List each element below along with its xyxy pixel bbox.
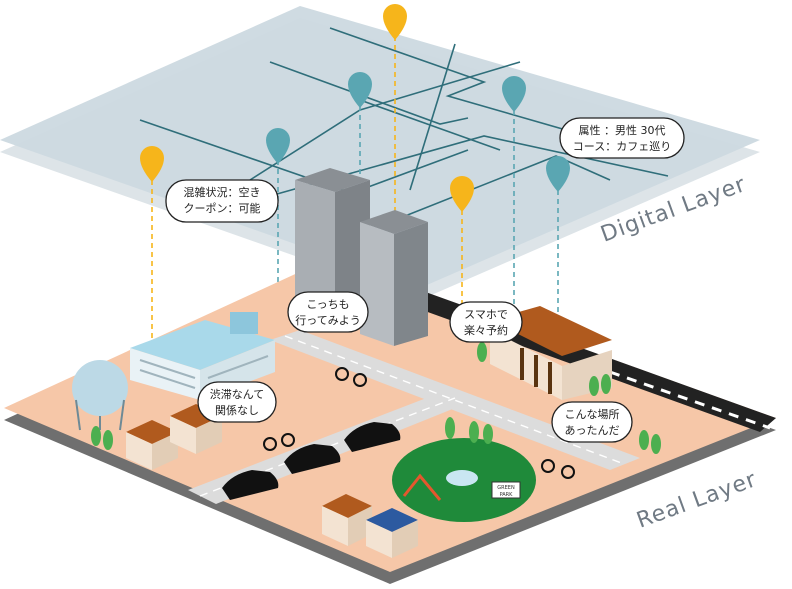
- cyclists: [263, 367, 575, 479]
- bubble-discover-line-2: あったんだ: [565, 424, 620, 437]
- bubble-kocchi-line-2: 行ってみよう: [295, 314, 360, 327]
- green-park: GREEN PARK: [392, 438, 536, 522]
- car-2: [284, 444, 341, 474]
- bubble-discover-line-1: こんな場所: [565, 408, 620, 421]
- bubble-smartphone: スマホで 楽々予約: [449, 301, 523, 343]
- house-4-solar: [366, 508, 418, 558]
- bubble-discover: こんな場所 あったんだ: [551, 401, 633, 443]
- bubble-attributes-line-1: 属性 ：男性 30代: [579, 123, 666, 137]
- bubble-traffic-line-1: 渋滞なんて: [210, 388, 264, 401]
- bubble-smartphone-line-1: スマホで: [464, 308, 508, 321]
- bubble-kocchi: こっちも 行ってみよう: [287, 291, 369, 333]
- park-sign-line-1: GREEN: [497, 485, 515, 491]
- car-1: [222, 470, 279, 500]
- bubble-congestion-line-1: 混雑状況：空き: [184, 185, 261, 199]
- house-3: [322, 494, 372, 546]
- location-pin-icon: [348, 72, 372, 108]
- bubble-attributes-line-2: コース：カフェ巡り: [573, 140, 671, 153]
- bubble-congestion: 混雑状況：空き クーポン：可能: [165, 179, 279, 223]
- bubble-kocchi-line-1: こっちも: [306, 298, 349, 311]
- bubble-traffic-line-2: 関係なし: [215, 404, 259, 417]
- location-pin-icon: [546, 156, 570, 192]
- digital-plane: [0, 6, 760, 288]
- road-center-line-2: [284, 335, 625, 465]
- trees: [91, 342, 661, 454]
- location-pin-icon: [502, 76, 526, 112]
- pins: [140, 4, 570, 212]
- location-pin-icon: [266, 128, 290, 164]
- bubble-traffic: 渋滞なんて 関係なし: [197, 381, 277, 423]
- location-pin-icon: [450, 176, 474, 212]
- bubble-smartphone-line-2: 楽々予約: [464, 323, 508, 337]
- bubble-attributes: 属性 ：男性 30代 コース：カフェ巡り: [559, 117, 685, 159]
- location-pin-icon: [383, 4, 407, 40]
- office-tower-right: [360, 210, 428, 346]
- bubble-congestion-line-2: クーポン：可能: [184, 201, 261, 215]
- real-layer: GREEN PARK: [4, 168, 776, 584]
- storage-tank: [72, 360, 128, 431]
- location-pin-icon: [140, 146, 164, 182]
- cars: [222, 422, 401, 500]
- car-3: [344, 422, 401, 452]
- park-sign-line-2: PARK: [500, 492, 514, 498]
